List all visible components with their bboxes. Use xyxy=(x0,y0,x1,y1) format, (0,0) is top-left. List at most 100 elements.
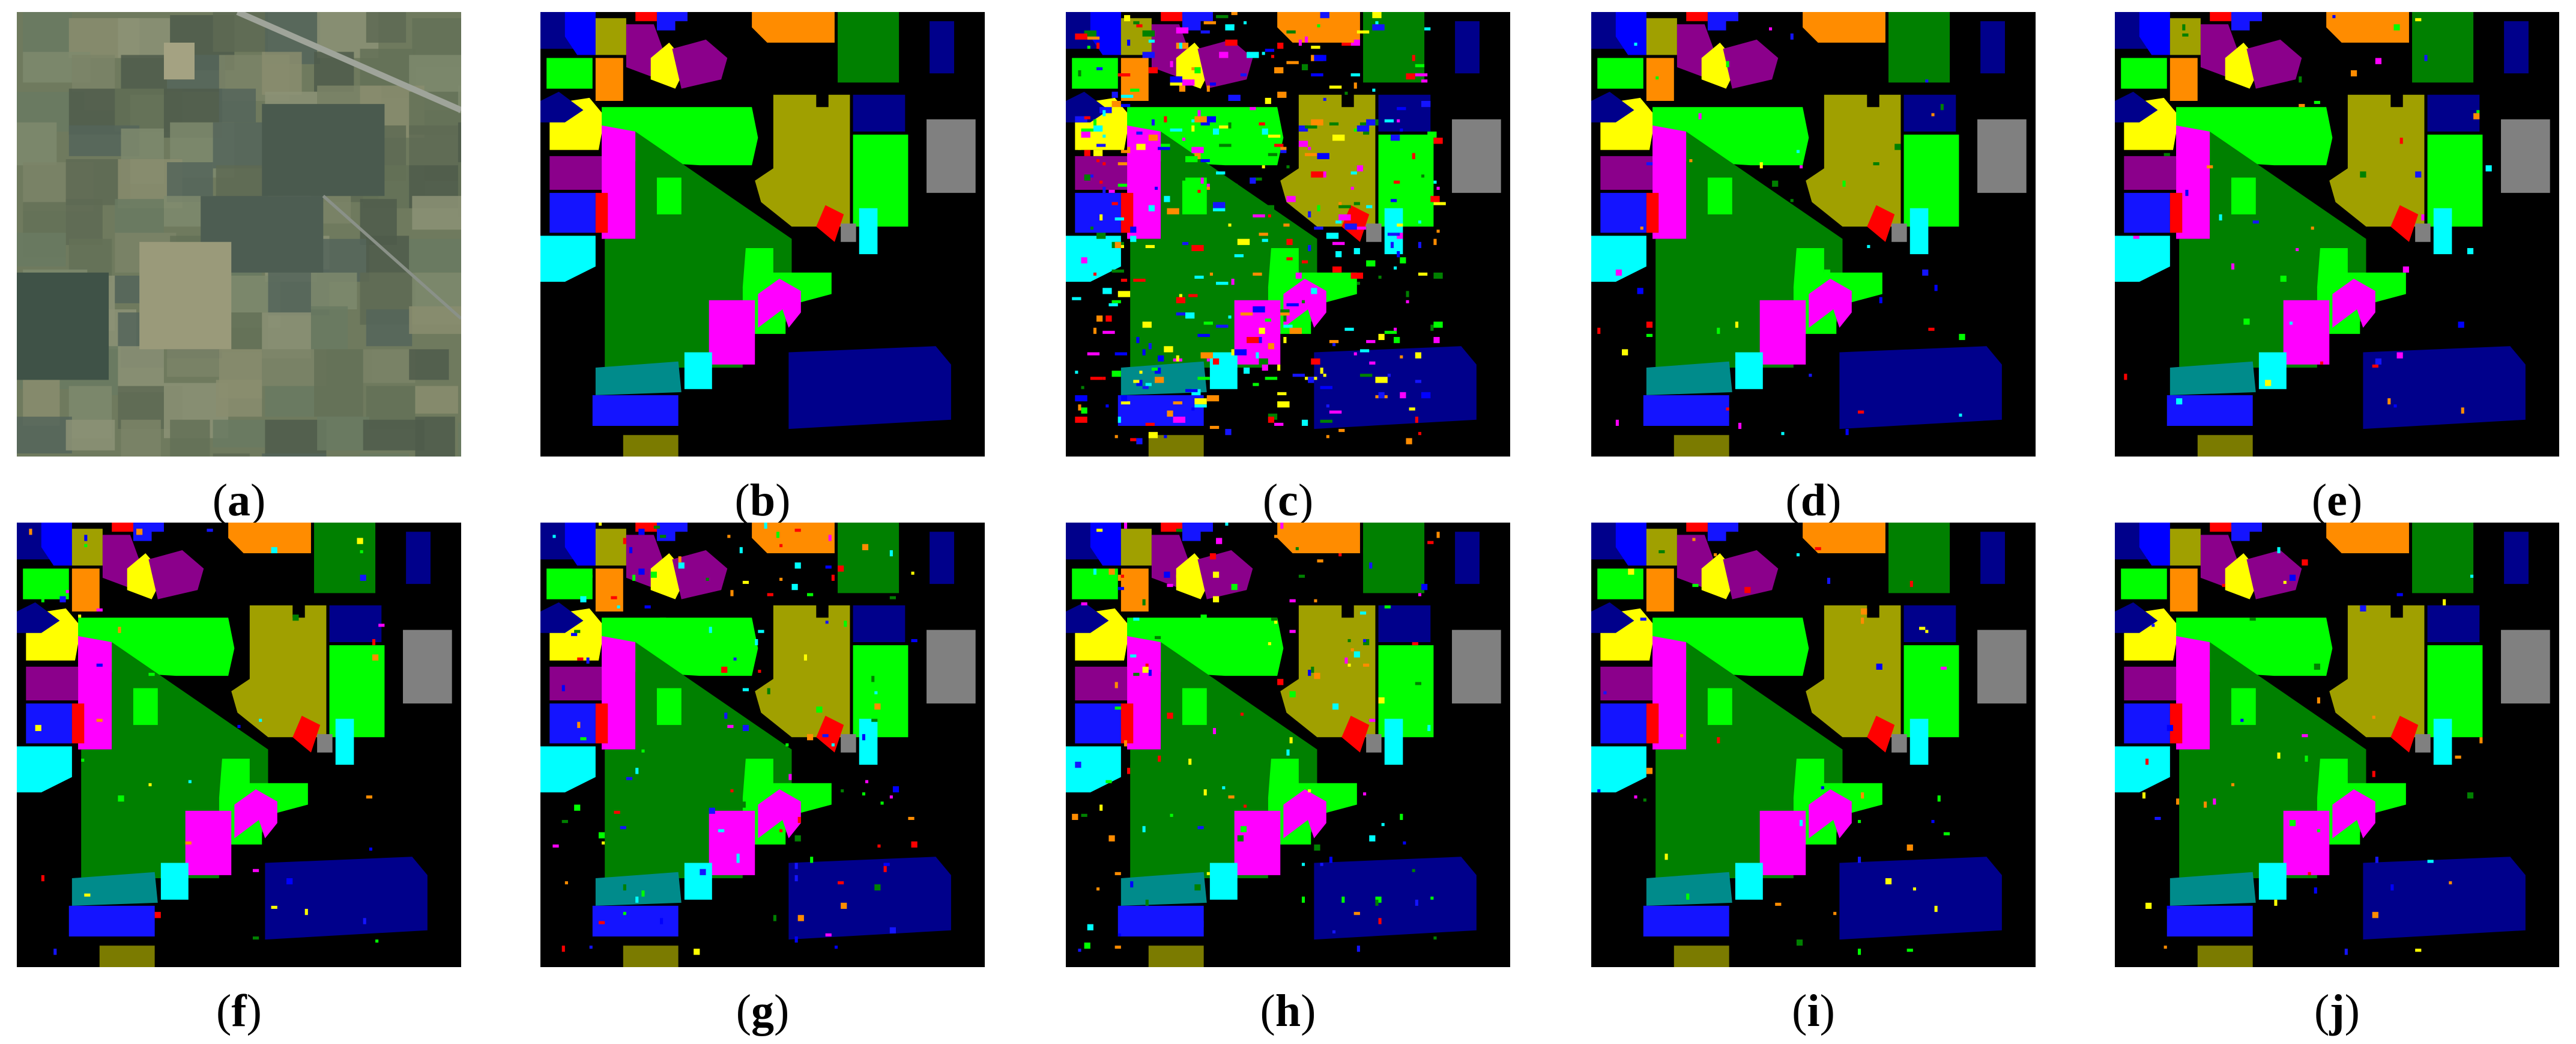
misclassified-pixel xyxy=(803,654,807,661)
field-oats xyxy=(2501,630,2550,704)
field-grass-trees xyxy=(1735,352,1763,389)
misclassified-pixel xyxy=(1387,232,1400,236)
misclassified-pixel xyxy=(2479,737,2483,744)
map-panel-e xyxy=(2115,12,2559,457)
misclassified-pixel xyxy=(632,574,636,581)
misclassified-pixel xyxy=(1427,132,1437,138)
field-buildings xyxy=(2169,872,2256,906)
misclassified-pixel xyxy=(1268,205,1275,211)
misclassified-pixel xyxy=(1142,321,1152,328)
misclassified-pixel xyxy=(1305,36,1308,43)
misclassified-pixel xyxy=(602,841,605,845)
map-panel-j xyxy=(2115,523,2559,967)
misclassified-pixel xyxy=(889,550,893,557)
misclassified-pixel xyxy=(1283,324,1293,328)
panel-d: (d) xyxy=(1591,12,2036,533)
photo-field-patch xyxy=(121,55,168,95)
misclassified-pixel xyxy=(598,921,605,924)
misclassified-pixel xyxy=(1114,682,1118,688)
misclassified-pixel xyxy=(1145,663,1149,667)
field-stone-steel xyxy=(148,523,164,532)
misclassified-pixel xyxy=(831,574,835,581)
misclassified-pixel xyxy=(2204,801,2207,808)
misclassified-pixel xyxy=(1179,43,1182,49)
misclassified-pixel xyxy=(1240,826,1247,833)
misclassified-pixel xyxy=(1937,795,1941,802)
map-panel-d xyxy=(1591,12,2036,457)
misclassified-pixel xyxy=(1081,132,1090,138)
field-hay xyxy=(231,605,327,738)
misclassified-pixel xyxy=(1876,663,1882,670)
misclassified-pixel xyxy=(623,538,626,544)
field-soybean-notill xyxy=(2412,12,2474,83)
field-woods xyxy=(406,532,431,584)
panel-h: (h) xyxy=(1066,523,1510,1044)
misclassified-pixel xyxy=(1906,948,1913,952)
misclassified-pixel xyxy=(825,621,829,624)
field-hay xyxy=(2329,94,2425,227)
misclassified-pixel xyxy=(1081,128,1093,132)
misclassified-pixel xyxy=(363,918,366,924)
misclassified-pixel xyxy=(2265,380,2272,386)
misclassified-pixel xyxy=(1209,553,1217,560)
misclassified-pixel xyxy=(1311,73,1323,77)
misclassified-pixel xyxy=(1824,269,1831,276)
misclassified-pixel xyxy=(1120,574,1124,578)
field-wheat xyxy=(623,435,679,457)
photo-field-patch xyxy=(458,422,461,457)
field-corn-mintill xyxy=(595,58,623,101)
misclassified-pixel xyxy=(2467,247,2474,255)
field-soybean-clean xyxy=(1075,156,1128,190)
misclassified-pixel xyxy=(1412,869,1415,872)
misclassified-pixel xyxy=(883,863,890,866)
misclassified-pixel xyxy=(118,795,124,802)
misclassified-pixel xyxy=(1262,165,1265,169)
field-grass-mowed xyxy=(816,715,844,753)
misclassified-pixel xyxy=(1686,893,1690,900)
misclassified-pixel xyxy=(1096,43,1100,49)
misclassified-pixel xyxy=(1308,211,1311,217)
misclassified-pixel xyxy=(1885,878,1892,885)
misclassified-pixel xyxy=(1320,386,1332,389)
misclassified-pixel xyxy=(1833,912,1837,915)
misclassified-pixel xyxy=(1326,435,1329,439)
photo-field-patch xyxy=(412,196,461,230)
field-stone-steel xyxy=(1723,523,1738,532)
misclassified-pixel xyxy=(1280,147,1287,150)
misclassified-pixel xyxy=(1277,364,1281,371)
field-soybean-notill xyxy=(605,132,792,368)
misclassified-pixel xyxy=(1194,404,1207,408)
field-grass-trees xyxy=(1909,208,1929,255)
field-corn xyxy=(1378,645,1434,738)
field-stone-steel xyxy=(1707,523,1726,541)
misclassified-pixel xyxy=(1078,404,1081,411)
field-grass-trees xyxy=(540,235,596,282)
field-grass-pasture xyxy=(1809,279,1852,328)
misclassified-pixel xyxy=(2360,171,2366,178)
misclassified-pixel xyxy=(1084,150,1090,156)
field-grass-mowed xyxy=(292,715,321,753)
misclassified-pixel xyxy=(1338,429,1345,432)
misclassified-pixel xyxy=(1136,438,1143,445)
misclassified-pixel xyxy=(1114,241,1121,248)
misclassified-pixel xyxy=(1247,52,1259,58)
map-panel-i xyxy=(1591,523,2036,967)
misclassified-pixel xyxy=(2332,15,2336,19)
misclassified-pixel xyxy=(2207,165,2213,169)
misclassified-pixel xyxy=(1943,832,1950,836)
field-corn-mintill xyxy=(2169,568,2198,612)
field-grass-pasture xyxy=(185,810,232,875)
misclassified-pixel xyxy=(1164,346,1173,353)
misclassified-pixel xyxy=(1102,186,1106,193)
misclassified-pixel xyxy=(2375,58,2381,64)
field-grass-trees xyxy=(684,352,712,389)
misclassified-pixel xyxy=(1130,654,1137,658)
misclassified-pixel xyxy=(1329,122,1339,126)
misclassified-pixel xyxy=(2421,214,2425,221)
field-stone-steel xyxy=(1643,905,1729,936)
field-grass-pasture xyxy=(1283,789,1326,839)
misclassified-pixel xyxy=(721,666,728,673)
field-corn-notill xyxy=(2139,523,2170,566)
field-woods xyxy=(853,94,906,132)
map-panel-c xyxy=(1066,12,1510,457)
